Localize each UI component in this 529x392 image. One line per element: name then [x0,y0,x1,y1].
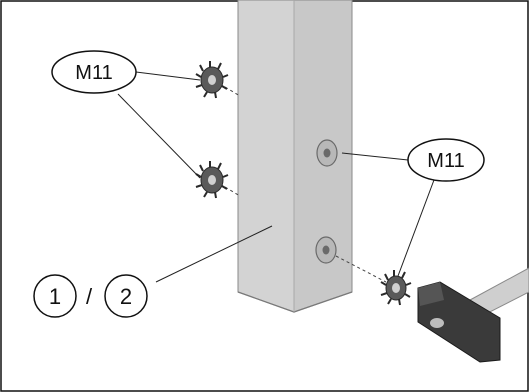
fastener-callout-left: M11 [51,50,137,94]
leader-line [155,225,273,283]
part-callout: 1 / 2 [33,274,148,318]
nut-icon [195,161,229,199]
leader-line [117,93,201,179]
nut-icon [380,270,412,306]
leader-line [397,179,435,277]
part-separator: / [86,284,93,309]
fastener-label: M11 [427,150,464,172]
part-number-1: 1 [49,284,61,309]
leader-line [341,152,409,161]
insertion-guide [219,183,241,197]
washer-icon [316,139,338,167]
insertion-guide [219,83,241,97]
nut-icon [195,61,229,99]
leader-line [135,71,201,81]
hammer-icon [417,267,529,363]
washer-icon [315,236,337,264]
fastener-label: M11 [75,62,112,84]
part-number-2: 2 [120,284,132,309]
fastener-callout-right: M11 [407,138,485,182]
